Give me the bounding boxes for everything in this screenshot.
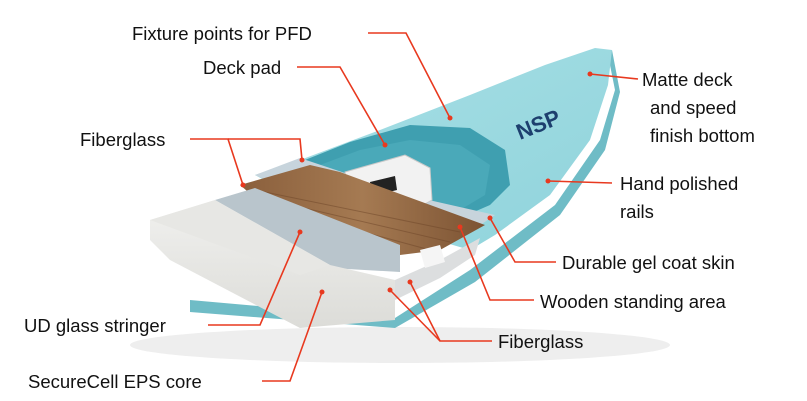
leader-lines	[0, 0, 807, 401]
board-construction-diagram: NSP Fixture points for PFD Deck pad Fibe…	[0, 0, 807, 401]
